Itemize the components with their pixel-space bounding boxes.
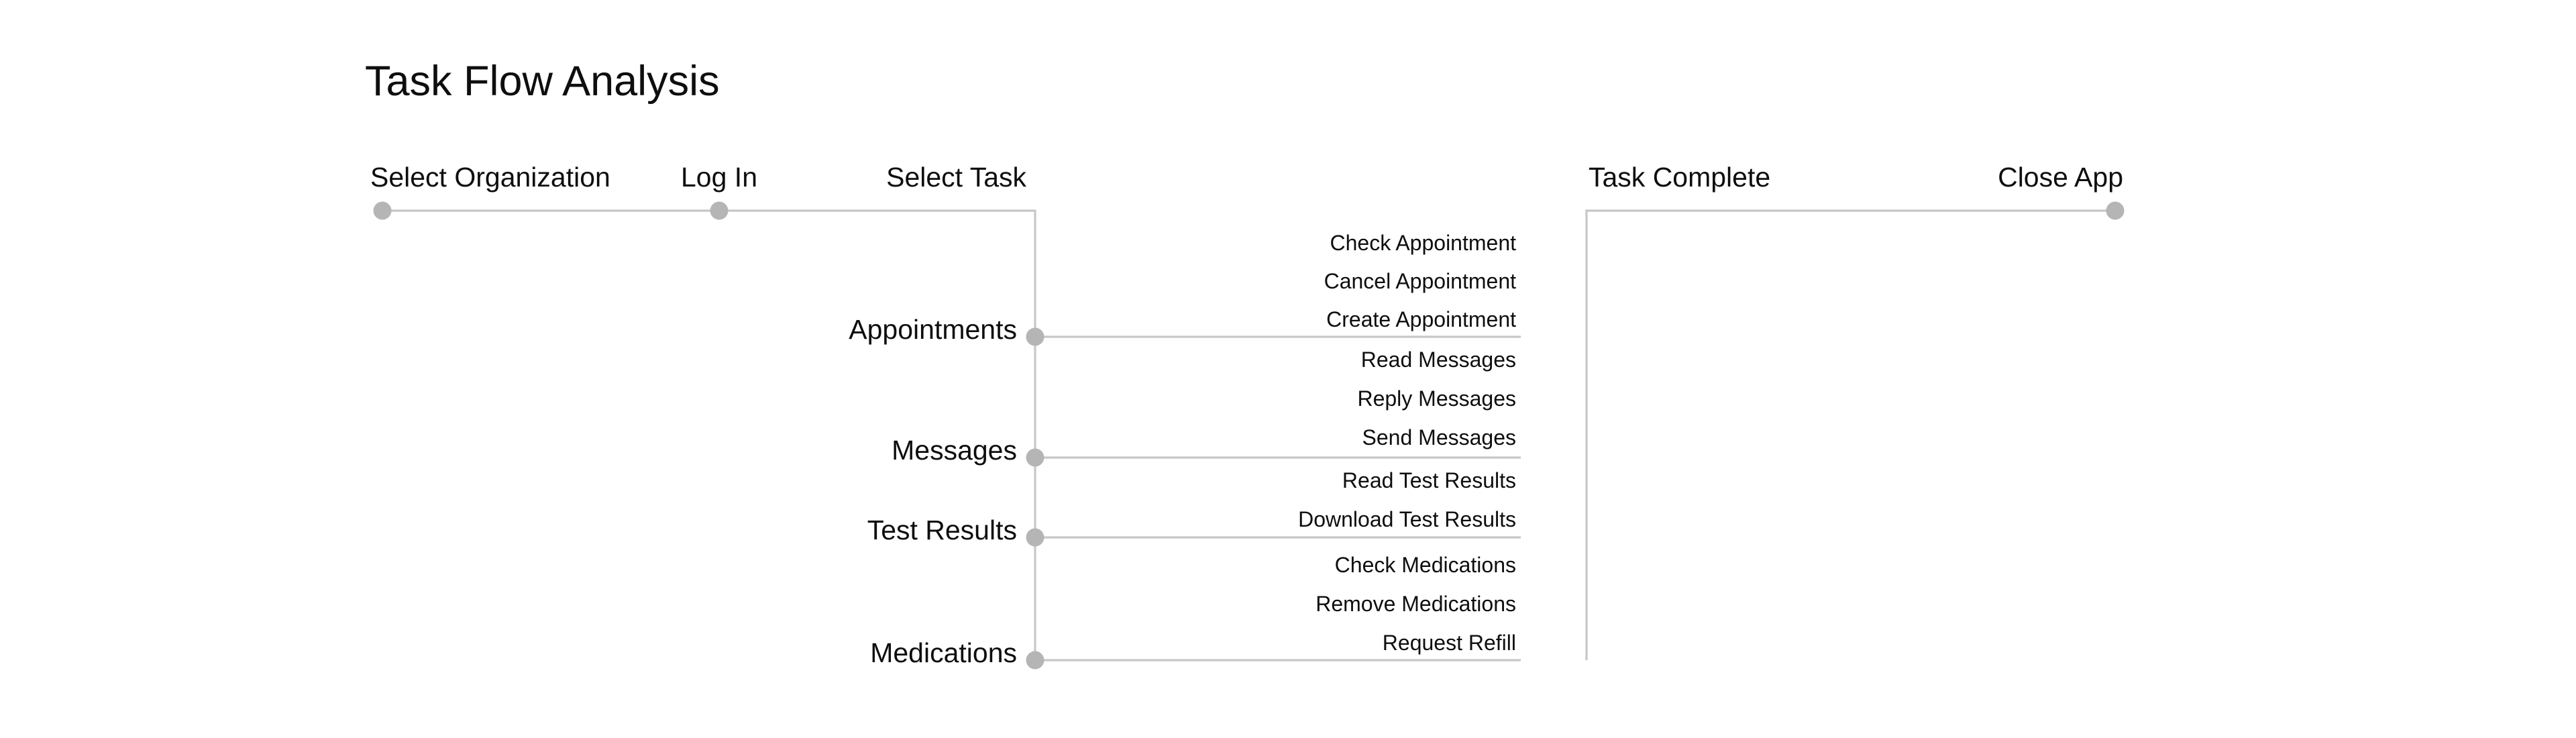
page-title: Task Flow Analysis (365, 58, 720, 105)
step-label-task-complete: Task Complete (1589, 162, 1770, 193)
node-dot-close-app (2106, 201, 2125, 220)
task-label-download-test-results: Download Test Results (1298, 507, 1516, 531)
task-label-read-test-results: Read Test Results (1342, 468, 1516, 492)
task-label-send-messages: Send Messages (1362, 425, 1516, 450)
task-label-request-refill: Request Refill (1383, 631, 1516, 655)
connector-complete-flow-line (1585, 209, 2115, 660)
node-dots (373, 201, 2125, 670)
branch-label-test-results: Test Results (867, 515, 1017, 545)
branch-label-messages: Messages (892, 435, 1017, 466)
connector-lines (382, 209, 2115, 662)
step-label-close-app: Close App (1998, 162, 2123, 193)
task-label-read-messages: Read Messages (1361, 348, 1516, 372)
node-dot-appointments (1026, 327, 1044, 346)
task-label-reply-messages: Reply Messages (1357, 386, 1516, 411)
node-dot-test-results (1026, 528, 1044, 547)
branch-labels: Appointments Messages Test Results Medic… (849, 314, 1017, 668)
node-dot-medications (1026, 651, 1044, 670)
step-label-select-organization: Select Organization (370, 162, 610, 193)
node-dot-messages (1026, 448, 1044, 467)
task-label-check-appointment: Check Appointment (1330, 231, 1517, 255)
task-labels: Check Appointment Cancel Appointment Cre… (1298, 231, 1516, 655)
step-label-log-in: Log In (681, 162, 757, 193)
task-label-remove-medications: Remove Medications (1316, 592, 1516, 616)
task-label-cancel-appointment: Cancel Appointment (1324, 269, 1517, 293)
task-label-create-appointment: Create Appointment (1326, 307, 1516, 331)
task-label-check-medications: Check Medications (1335, 553, 1516, 577)
node-dot-select-organization (373, 201, 392, 220)
step-label-select-task: Select Task (886, 162, 1026, 193)
connector-main-flow-line (382, 209, 1036, 660)
branch-label-appointments: Appointments (849, 314, 1017, 345)
branch-label-medications: Medications (870, 637, 1017, 668)
step-labels: Select Organization Log In Select Task T… (370, 162, 2123, 193)
node-dot-log-in (710, 201, 729, 220)
